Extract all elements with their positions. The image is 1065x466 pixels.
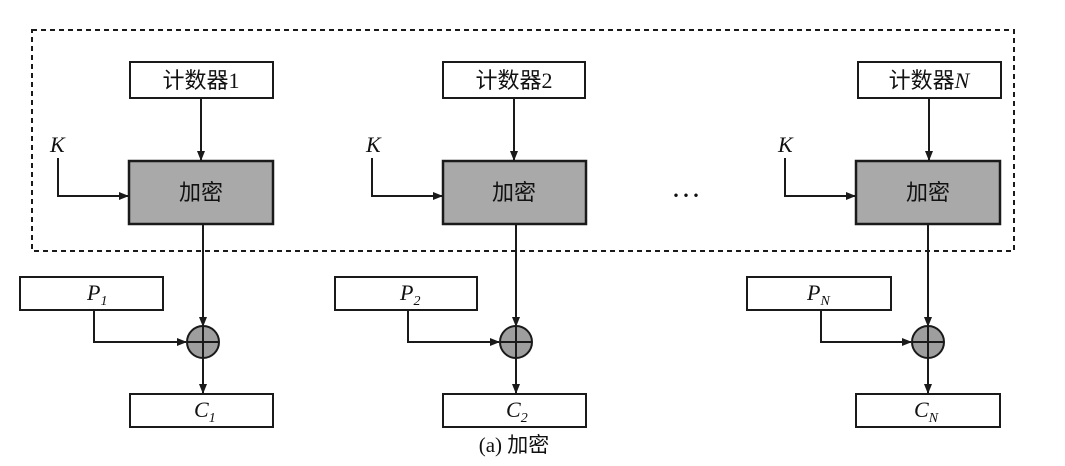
encryption-stage-dashed-boundary: [31, 29, 1015, 252]
plaintext-box: [746, 276, 892, 311]
encrypt-block: [127, 159, 275, 226]
encrypt-label: 加密: [179, 180, 223, 205]
key-arrow: [371, 158, 443, 200]
plaintext-label: P2: [399, 280, 420, 309]
plaintext-to-xor-arrow: [820, 310, 912, 346]
counter-label: 计数器2: [475, 68, 552, 93]
plaintext-label: P1: [86, 280, 107, 309]
figure-caption: (a) 加密: [479, 433, 550, 457]
encrypt-block: [854, 159, 1002, 226]
column-1: 计数器1 K 加密 P1 C1: [19, 61, 275, 428]
key-label: K: [365, 132, 382, 157]
encrypt-label: 加密: [492, 180, 536, 205]
xor-operator-icon: [911, 325, 945, 359]
ciphertext-box: [855, 393, 1001, 428]
ciphertext-box: [129, 393, 274, 428]
encrypt-block: [441, 159, 588, 226]
plaintext-to-xor-arrow: [93, 310, 187, 346]
plaintext-to-xor-arrow: [407, 310, 500, 346]
column-n: 计数器N K 加密 PN CN: [746, 61, 1002, 428]
key-arrow: [57, 158, 129, 200]
xor-operator-icon: [186, 325, 220, 359]
counter-label: 计数器1: [162, 68, 239, 93]
xor-operator-icon: [499, 325, 533, 359]
counter-label: 计数器N: [889, 68, 971, 93]
ciphertext-label: C1: [194, 397, 216, 426]
plaintext-box: [334, 276, 478, 311]
ciphertext-box: [442, 393, 587, 428]
key-label: K: [777, 132, 794, 157]
plaintext-box: [19, 276, 164, 311]
encrypt-label: 加密: [906, 180, 950, 205]
key-label: K: [49, 132, 66, 157]
plaintext-label: PN: [806, 280, 830, 309]
column-2: 计数器2 K 加密 P2 C2: [334, 61, 588, 428]
ciphertext-label: C2: [506, 397, 528, 426]
ellipsis: ···: [671, 179, 701, 212]
key-arrow: [784, 158, 856, 200]
ciphertext-label: CN: [914, 397, 939, 426]
